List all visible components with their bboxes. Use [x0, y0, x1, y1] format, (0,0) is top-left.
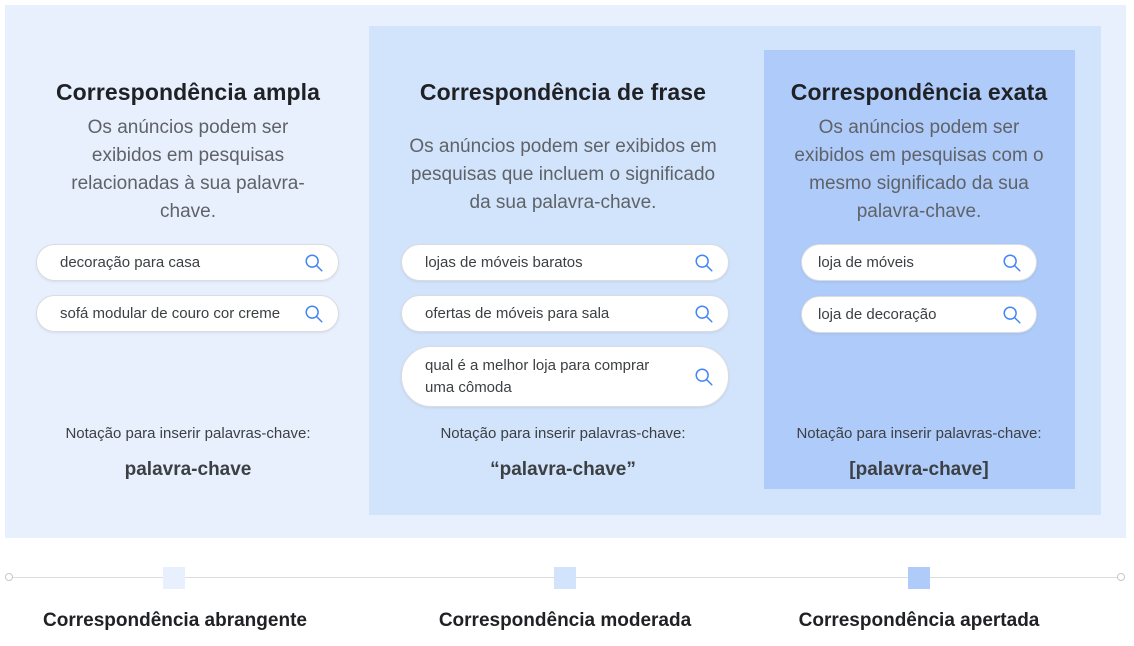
search-bar-phrase-1[interactable]: lojas de móveis baratos — [401, 244, 729, 281]
tight-scale-marker — [908, 567, 930, 589]
search-bar-phrase-2[interactable]: ofertas de móveis para sala — [401, 295, 729, 332]
search-query: loja de móveis — [818, 253, 914, 271]
phrase-match-column: Correspondência de frase Os anúncios pod… — [378, 79, 748, 217]
phrase-match-title: Correspondência de frase — [419, 79, 707, 105]
exact-match-title: Correspondência exata — [790, 79, 1048, 105]
search-icon — [305, 253, 323, 272]
notation-value: [palavra-chave] — [849, 459, 989, 480]
broad-match-column: Correspondência ampla Os anúncios podem … — [30, 79, 346, 226]
exact-match-description: Os anúncios podem ser exibidos em pesqui… — [794, 117, 1044, 222]
search-query: loja de decoração — [818, 305, 937, 323]
track-start-dot — [5, 573, 13, 581]
exact-match-notation: Notação para inserir palavras-chave: [pa… — [774, 425, 1064, 481]
search-bar-broad-2[interactable]: sofá modular de couro cor creme — [36, 295, 339, 332]
phrase-match-notation: Notação para inserir palavras-chave: “pa… — [378, 425, 748, 481]
search-query: ofertas de móveis para sala — [425, 304, 610, 322]
search-bar-broad-1[interactable]: decoração para casa — [36, 244, 339, 281]
search-icon — [305, 304, 323, 323]
broad-match-title: Correspondência ampla — [55, 79, 321, 105]
search-query: lojas de móveis baratos — [425, 253, 583, 271]
notation-label: Notação para inserir palavras-chave: — [796, 425, 1042, 442]
search-query: qual é a melhor loja para comprar uma cô… — [425, 356, 650, 396]
phrase-match-description: Os anúncios podem ser exibidos em pesqui… — [409, 136, 717, 213]
broad-match-notation: Notação para inserir palavras-chave: pal… — [30, 425, 346, 481]
search-icon — [695, 367, 713, 386]
notation-value: palavra-chave — [124, 459, 252, 480]
exact-match-column: Correspondência exata Os anúncios podem … — [774, 79, 1064, 226]
search-query: sofá modular de couro cor creme — [60, 304, 281, 322]
scale-label-broad: Correspondência abrangente — [43, 610, 307, 631]
search-bar-exact-2[interactable]: loja de decoração — [801, 296, 1037, 333]
search-bar-phrase-3[interactable]: qual é a melhor loja para comprar uma cô… — [401, 346, 729, 407]
notation-label: Notação para inserir palavras-chave: — [65, 425, 311, 442]
broad-scale-marker — [163, 567, 185, 589]
search-icon — [1003, 253, 1021, 272]
notation-label: Notação para inserir palavras-chave: — [440, 425, 686, 442]
broad-match-description: Os anúncios podem ser exibidos em pesqui… — [71, 117, 305, 222]
search-icon — [695, 253, 713, 272]
search-icon — [695, 304, 713, 323]
scale-label-moderate: Correspondência moderada — [438, 610, 692, 631]
search-query: decoração para casa — [60, 253, 201, 271]
search-bar-exact-1[interactable]: loja de móveis — [801, 244, 1037, 281]
track-end-dot — [1117, 573, 1125, 581]
scale-label-tight: Correspondência apertada — [798, 610, 1040, 631]
moderate-scale-marker — [554, 567, 576, 589]
notation-value: “palavra-chave” — [490, 459, 636, 480]
search-icon — [1003, 305, 1021, 324]
